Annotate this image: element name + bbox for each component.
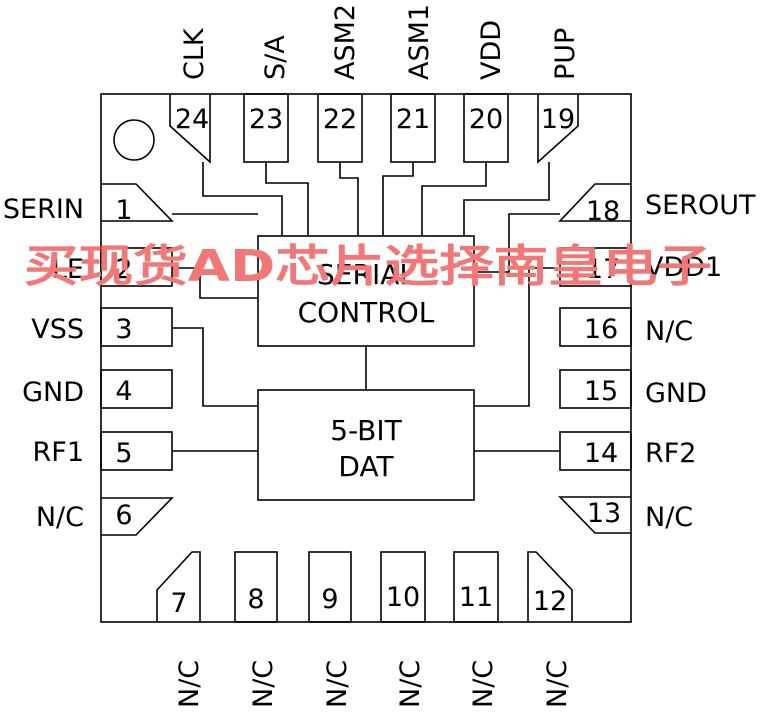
wire-21 <box>382 162 414 236</box>
pad-4 <box>100 369 173 409</box>
pin-number-12: 12 <box>533 586 567 617</box>
pin-number-2: 2 <box>115 254 132 285</box>
pin-label-16: N/C <box>645 316 693 347</box>
pin-number-17: 17 <box>586 254 620 285</box>
dat-label-2: DAT <box>338 450 394 483</box>
pin-label-17: VDD1 <box>645 252 722 283</box>
pin-number-8: 8 <box>247 584 264 615</box>
pin-number-20: 20 <box>469 104 503 135</box>
pin-number-4: 4 <box>115 376 132 407</box>
package-outline <box>100 93 632 623</box>
pin-number-22: 22 <box>323 104 357 135</box>
pad-17 <box>559 247 632 287</box>
pin-label-5: RF1 <box>33 437 84 468</box>
pin-label-19: PUP <box>550 28 581 80</box>
pin-label-10: N/C <box>395 660 426 708</box>
pad-2 <box>100 247 173 287</box>
pad-7 <box>156 551 201 622</box>
pin-label-14: RF2 <box>645 438 696 469</box>
pad-1 <box>101 183 174 222</box>
pad-10 <box>380 551 426 623</box>
pin-number-1: 1 <box>115 195 132 226</box>
pin-label-9: N/C <box>322 660 353 708</box>
pin-label-23: S/A <box>260 35 291 80</box>
pin-number-6: 6 <box>115 500 132 531</box>
pad-24 <box>169 94 211 164</box>
pin-label-13: N/C <box>645 502 693 533</box>
pad-16 <box>559 307 632 347</box>
serial-control-label-2: CONTROL <box>298 296 435 329</box>
pin-number-13: 13 <box>587 498 621 529</box>
pin-label-3: VSS <box>31 314 84 345</box>
dat-label-1: 5-BIT <box>330 414 402 447</box>
pin-label-24: CLK <box>179 27 210 80</box>
wire-3 <box>172 327 258 407</box>
watermark-text: 买现货AD芯片选择南皇电子 <box>24 241 712 292</box>
pin-label-18: SEROUT <box>645 190 756 221</box>
pin-label-6: N/C <box>36 502 84 533</box>
pad-15 <box>559 369 632 409</box>
wire-24 <box>202 162 283 236</box>
pin-label-12: N/C <box>542 660 573 708</box>
pad-3 <box>100 307 173 347</box>
pad-11 <box>453 551 499 623</box>
pin-label-21: ASM1 <box>404 4 435 80</box>
pin-label-7: N/C <box>174 660 205 708</box>
serial-control-label-1: SERIAL <box>317 258 415 291</box>
pin-number-18: 18 <box>586 196 620 227</box>
pad-8 <box>234 551 278 623</box>
pin-label-8: N/C <box>248 660 279 708</box>
pin1-indicator <box>113 119 155 161</box>
pin-number-23: 23 <box>249 104 283 135</box>
pin-number-15: 15 <box>584 376 618 407</box>
pad-5 <box>100 431 173 471</box>
pin-number-16: 16 <box>584 314 618 345</box>
wire-2 <box>172 267 258 299</box>
pin-number-21: 21 <box>396 104 430 135</box>
pin-label-2: LE <box>52 254 84 285</box>
pad-6 <box>101 497 174 536</box>
wire-17 <box>474 267 560 407</box>
wire-22 <box>339 162 359 236</box>
pad-9 <box>308 551 352 623</box>
pin-number-24: 24 <box>175 104 209 135</box>
pad-13 <box>558 496 631 534</box>
pin-number-7: 7 <box>170 588 187 619</box>
pin-label-22: ASM2 <box>330 4 361 80</box>
pin-number-14: 14 <box>584 438 618 469</box>
pin-label-20: VDD <box>476 20 507 80</box>
pad-12 <box>527 551 573 622</box>
pin-number-10: 10 <box>386 582 420 613</box>
pin-label-1: SERIN <box>3 194 84 225</box>
wire-19 <box>463 162 550 236</box>
pin-number-9: 9 <box>321 584 338 615</box>
pin-label-15: GND <box>645 378 707 409</box>
pad-18 <box>558 183 631 222</box>
pin-number-3: 3 <box>115 314 132 345</box>
wire-20 <box>421 162 487 236</box>
pin-label-4: GND <box>22 377 84 408</box>
pin-number-11: 11 <box>459 582 493 613</box>
pad-19 <box>537 94 579 164</box>
wire-23 <box>265 162 309 236</box>
pin-number-5: 5 <box>115 438 132 469</box>
pin-number-19: 19 <box>541 104 575 135</box>
pin-label-11: N/C <box>468 660 499 708</box>
wire-18 <box>474 213 560 273</box>
